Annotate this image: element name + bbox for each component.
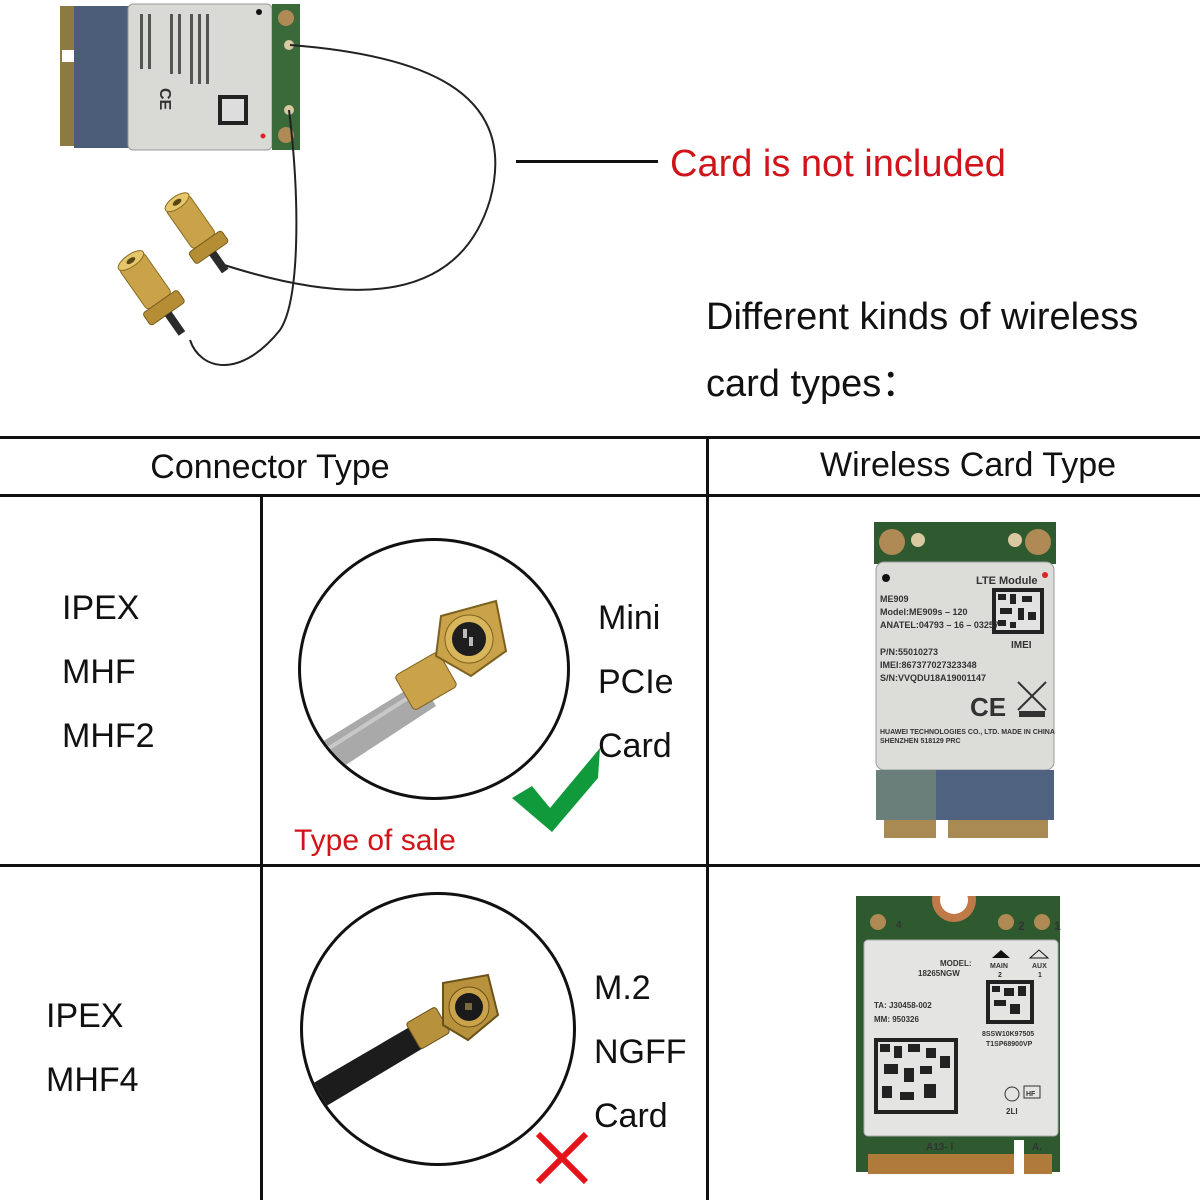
pointer-line bbox=[516, 160, 658, 163]
table-top-border bbox=[0, 436, 1200, 439]
connector-label: MHF2 bbox=[62, 717, 155, 755]
edge-label: A. bbox=[1032, 1142, 1042, 1153]
sma-connector bbox=[164, 192, 229, 274]
svg-text:CE: CE bbox=[156, 88, 173, 111]
card-type-m2-ngff: M.2 NGFF Card bbox=[594, 956, 687, 1148]
aux-label: AUX bbox=[1032, 963, 1047, 970]
port-label: 1 bbox=[1054, 919, 1061, 933]
antenna-cable-illustration: CE bbox=[60, 3, 497, 366]
mini-pcie-card-image: LTE Module ME909 Model:ME909s – 120 ANAT… bbox=[870, 520, 1060, 842]
header-connector-type: Connector Type bbox=[150, 448, 390, 486]
weee-bin-icon bbox=[1017, 681, 1047, 717]
mm-line: MM: 950326 bbox=[874, 1015, 919, 1024]
m2-ngff-card-image: 4 2 1 MODEL: 18265NGW MAIN 2 AUX 1 TA: J… bbox=[854, 896, 1064, 1184]
card-text-line: IMEI:867377027323348 bbox=[880, 660, 977, 670]
column-divider-main bbox=[706, 436, 709, 1200]
header-wireless-card-type: Wireless Card Type bbox=[819, 446, 1117, 484]
connector-labels-row-2: IPEX MHF4 bbox=[46, 984, 139, 1112]
sma-connector bbox=[117, 250, 186, 336]
card-text-line: ANATEL:04793 – 16 – 03257 bbox=[880, 620, 999, 630]
ce-mark: CE bbox=[970, 692, 1006, 722]
mhf4-connector-closeup bbox=[300, 892, 576, 1166]
model-label: MODEL: bbox=[940, 959, 972, 968]
main-num: 2 bbox=[998, 972, 1002, 979]
maker-line: SHENZHEN 518129 PRC bbox=[880, 738, 961, 745]
connector-label: IPEX bbox=[62, 589, 140, 627]
lte-module-label: LTE Module bbox=[976, 575, 1038, 587]
serial-line: T1SP68900VP bbox=[986, 1041, 1033, 1048]
card-text-line: P/N:55010273 bbox=[880, 647, 938, 657]
cross-icon bbox=[534, 1130, 590, 1186]
card-type-line: Mini bbox=[598, 599, 661, 637]
description-line-1: Different kinds of wireless bbox=[706, 296, 1139, 338]
card-type-mini-pcie: Mini PCIe Card bbox=[598, 586, 674, 778]
connector-label: MHF bbox=[62, 653, 136, 691]
ta-line: TA: J30458-002 bbox=[874, 1001, 932, 1010]
column-divider-connector bbox=[260, 494, 263, 1200]
mini-pcie-card-photo: CE bbox=[60, 3, 300, 151]
connector-label: IPEX bbox=[46, 997, 124, 1035]
check-icon bbox=[510, 746, 602, 834]
serial-line: 8SSW10K97505 bbox=[982, 1031, 1034, 1038]
connector-labels-row-1: IPEX MHF MHF2 bbox=[62, 576, 155, 768]
row-divider bbox=[0, 864, 1200, 867]
port-label: 2 bbox=[1018, 919, 1025, 933]
main-label: MAIN bbox=[990, 963, 1008, 970]
card-type-line: NGFF bbox=[594, 1033, 687, 1071]
card-text-line: Model:ME909s – 120 bbox=[880, 607, 968, 617]
card-type-line: Card bbox=[598, 727, 672, 765]
card-types-description: Different kinds of wireless card types： bbox=[706, 284, 1138, 418]
mhf4-connector-photo bbox=[303, 973, 500, 1120]
card-type-line: Card bbox=[594, 1097, 668, 1135]
hf-mark: HF bbox=[1026, 1091, 1036, 1098]
description-line-2: card types： bbox=[706, 363, 920, 405]
2li-mark: 2LI bbox=[1006, 1107, 1018, 1116]
imei-label: IMEI bbox=[1011, 640, 1032, 651]
type-of-sale-note: Type of sale bbox=[294, 824, 456, 857]
card-text-line: ME909 bbox=[880, 594, 909, 604]
card-text-line: S/N:VVQDU18A19001147 bbox=[880, 673, 986, 683]
edge-label: A13- I bbox=[926, 1142, 953, 1153]
aux-num: 1 bbox=[1038, 972, 1042, 979]
model-value: 18265NGW bbox=[918, 969, 960, 978]
port-label: 4 bbox=[896, 920, 902, 931]
connector-label: MHF4 bbox=[46, 1061, 139, 1099]
card-not-included-note: Card is not included bbox=[670, 143, 1006, 185]
header-bottom-border bbox=[0, 494, 1200, 497]
card-type-line: PCIe bbox=[598, 663, 674, 701]
product-photo: CE bbox=[0, 0, 520, 430]
maker-line: HUAWEI TECHNOLOGIES CO., LTD. MADE IN CH… bbox=[880, 729, 1055, 736]
card-type-line: M.2 bbox=[594, 969, 651, 1007]
